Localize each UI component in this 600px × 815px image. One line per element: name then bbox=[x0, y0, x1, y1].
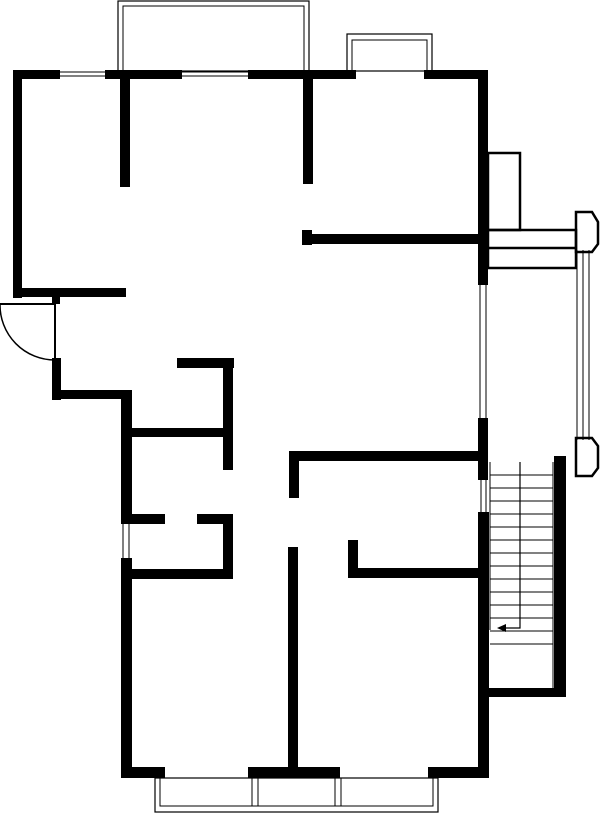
stair-enclosure bbox=[478, 456, 566, 697]
balconies bbox=[117, 0, 600, 813]
window-right-side bbox=[479, 285, 487, 418]
entry-door bbox=[0, 303, 56, 361]
window-top-left bbox=[60, 71, 105, 77]
stair-direction-arrow bbox=[497, 462, 521, 632]
balcony-right-rail bbox=[574, 210, 600, 478]
windows bbox=[60, 71, 487, 558]
balcony-top-large bbox=[117, 0, 310, 72]
interior-walls bbox=[120, 70, 483, 768]
window-top-middle bbox=[182, 71, 248, 77]
bay-right-box bbox=[486, 151, 522, 232]
window-stair-side bbox=[480, 480, 487, 512]
stair-treads bbox=[489, 462, 554, 688]
balcony-right-beam bbox=[486, 228, 578, 270]
window-left-small bbox=[122, 522, 130, 558]
balcony-bottom bbox=[154, 777, 439, 813]
balcony-top-small bbox=[346, 33, 433, 72]
exterior-walls bbox=[13, 70, 489, 778]
